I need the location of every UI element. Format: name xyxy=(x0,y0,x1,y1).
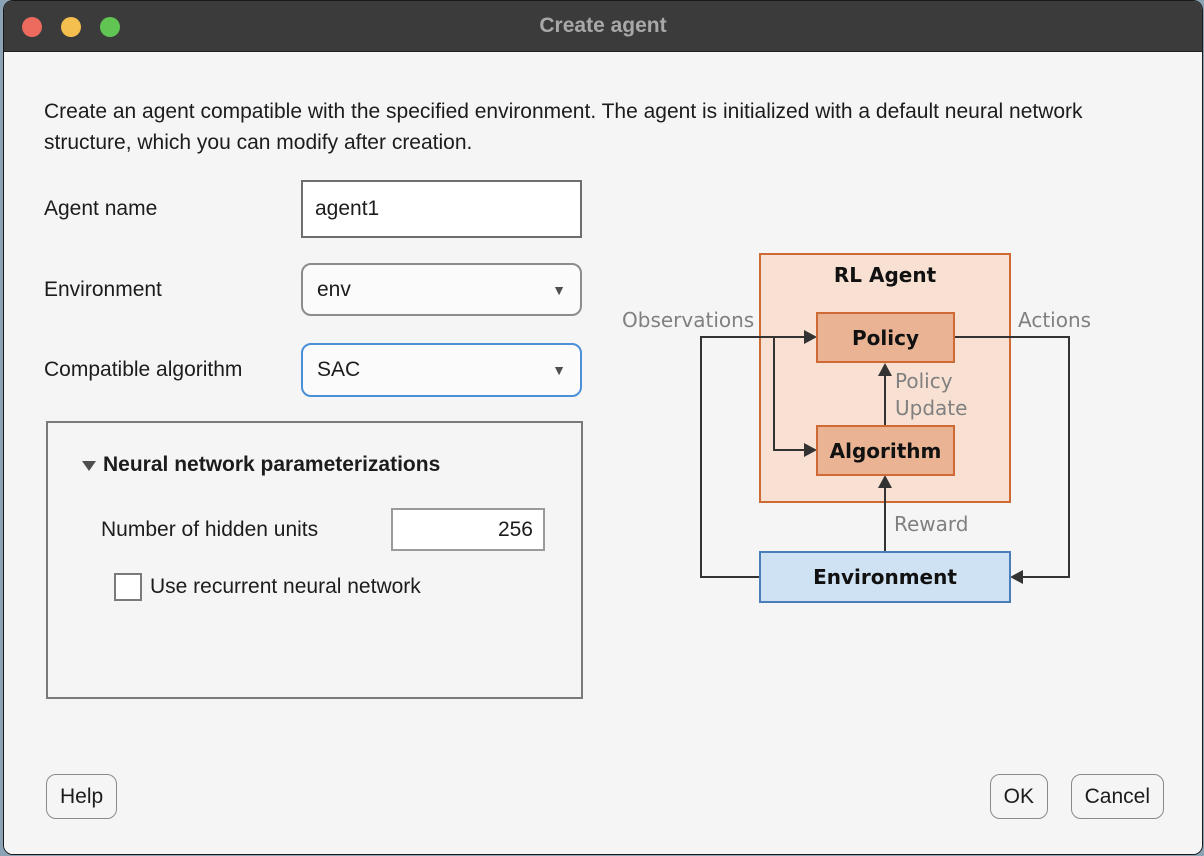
window-title: Create agent xyxy=(539,14,667,37)
create-agent-dialog: Create agent Create an agent compatible … xyxy=(3,0,1203,855)
reward-label: Reward xyxy=(894,512,969,536)
policy-box: Policy xyxy=(816,312,955,363)
close-window-icon[interactable] xyxy=(22,17,42,37)
actions-arrowhead-icon xyxy=(1010,570,1023,584)
policy-box-label: Policy xyxy=(851,325,919,350)
environment-dropdown[interactable]: env ▼ xyxy=(301,263,582,316)
rl-agent-box-title: RL Agent xyxy=(833,263,937,287)
help-button[interactable]: Help xyxy=(46,774,118,819)
ok-button[interactable]: OK xyxy=(989,774,1048,819)
nn-section-header[interactable]: Neural network parameterizations xyxy=(82,453,440,477)
cancel-button[interactable]: Cancel xyxy=(1070,774,1164,819)
algorithm-dropdown[interactable]: SAC ▼ xyxy=(301,343,582,397)
nn-parameterizations-panel: Neural network parameterizations Number … xyxy=(46,421,583,699)
minimize-window-icon[interactable] xyxy=(61,17,81,37)
titlebar[interactable]: Create agent xyxy=(4,1,1202,52)
zoom-window-icon[interactable] xyxy=(100,17,120,37)
dialog-description: Create an agent compatible with the spec… xyxy=(44,100,1083,154)
hidden-units-input[interactable] xyxy=(391,508,545,551)
algorithm-box-label: Algorithm xyxy=(829,438,942,463)
recurrent-checkbox-row: Use recurrent neural network xyxy=(114,573,421,601)
environment-box: Environment xyxy=(759,551,1011,603)
chevron-down-icon: ▼ xyxy=(552,362,566,378)
environment-label: Environment xyxy=(44,277,162,301)
hidden-units-label: Number of hidden units xyxy=(101,517,319,541)
policy-update-label: Policy Update xyxy=(895,369,968,420)
nn-section-title: Neural network parameterizations xyxy=(103,453,441,476)
dialog-body: Create an agent compatible with the spec… xyxy=(4,52,1202,854)
chevron-down-icon: ▼ xyxy=(552,281,566,298)
observations-label: Observations xyxy=(622,308,755,332)
agent-name-label: Agent name xyxy=(44,196,158,220)
recurrent-checkbox[interactable] xyxy=(114,573,142,601)
actions-label: Actions xyxy=(1018,308,1092,332)
algorithm-selected-value: SAC xyxy=(317,358,361,381)
environment-selected-value: env xyxy=(317,277,351,301)
agent-name-input[interactable] xyxy=(301,180,582,238)
recurrent-checkbox-label[interactable]: Use recurrent neural network xyxy=(150,575,421,598)
algorithm-label: Compatible algorithm xyxy=(44,358,243,381)
collapse-triangle-icon xyxy=(82,461,96,471)
environment-box-label: Environment xyxy=(813,565,957,589)
algorithm-box: Algorithm xyxy=(816,425,955,476)
